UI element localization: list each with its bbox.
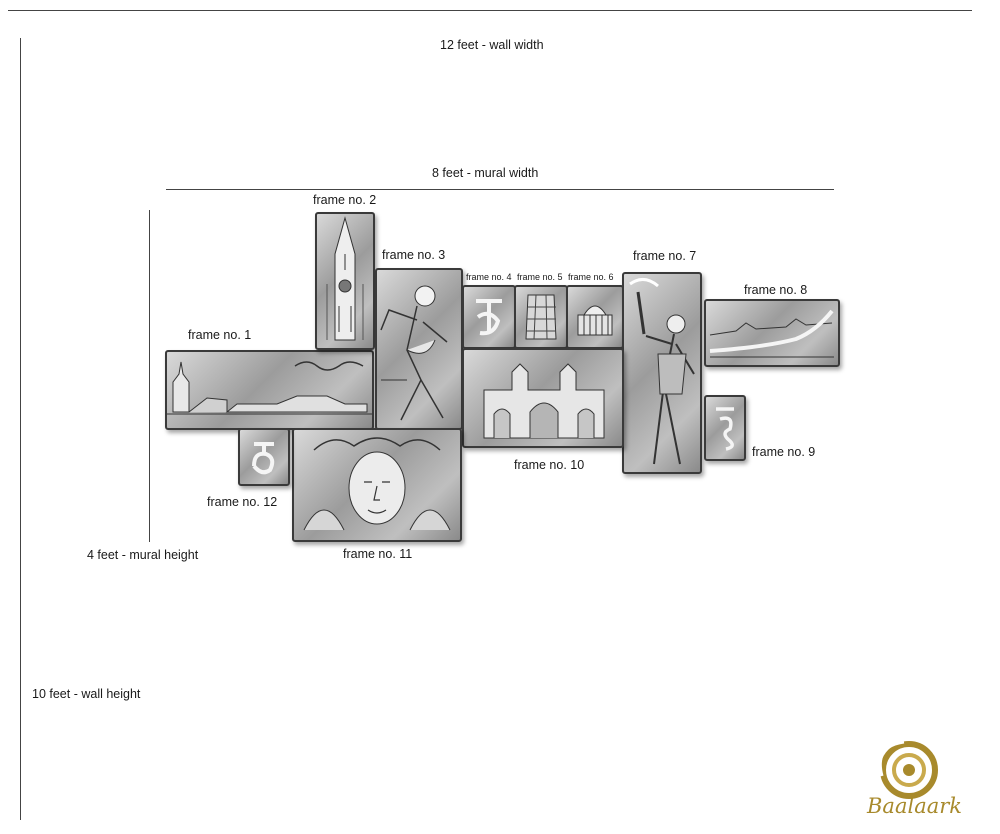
brand-name: Baalaark xyxy=(867,794,962,818)
frame-10-label: frame no. 10 xyxy=(514,458,585,472)
pattern-artwork xyxy=(525,294,557,340)
frame-8-label: frame no. 8 xyxy=(744,283,808,297)
frame-12-panel xyxy=(238,428,290,486)
brand-logo: Baalaark xyxy=(864,736,962,826)
mural-width-line xyxy=(166,189,834,190)
frame-7-panel xyxy=(622,272,702,474)
wall-width-label: 12 feet - wall width xyxy=(440,38,544,52)
frame-2-panel xyxy=(315,212,375,350)
wall-top-line xyxy=(8,10,972,11)
frame-6-label: frame no. 6 xyxy=(568,272,614,282)
coastline-artwork xyxy=(709,309,834,358)
deity-face-artwork xyxy=(303,437,451,531)
wall-left-line xyxy=(20,38,21,820)
wall-height-label: 10 feet - wall height xyxy=(32,687,141,701)
frame-11-panel xyxy=(292,428,462,542)
frame-11-label: frame no. 11 xyxy=(343,547,413,561)
mural-height-label: 4 feet - mural height xyxy=(87,548,199,562)
dome-building-artwork xyxy=(577,305,613,336)
script-glyph-artwork xyxy=(476,299,502,336)
frame-12-label: frame no. 12 xyxy=(207,495,278,509)
spiral-logo-icon xyxy=(878,740,938,799)
clock-tower-artwork xyxy=(326,216,364,341)
frame-4-panel xyxy=(462,285,516,349)
frame-10-panel xyxy=(462,348,624,448)
frame-8-panel xyxy=(704,299,840,367)
mural-height-line xyxy=(149,210,150,542)
frame-1-label: frame no. 1 xyxy=(188,328,252,342)
frame-9-label: frame no. 9 xyxy=(752,445,816,459)
skyline-artwork xyxy=(167,361,372,415)
frame-4-label: frame no. 4 xyxy=(466,272,512,282)
frame-5-label: frame no. 5 xyxy=(517,272,563,282)
frame-7-label: frame no. 7 xyxy=(633,249,697,263)
frame-9-panel xyxy=(704,395,746,461)
mural-width-label: 8 feet - mural width xyxy=(432,166,539,180)
dancer-artwork xyxy=(380,285,448,421)
frame-1-panel xyxy=(165,350,374,430)
frame-3-panel xyxy=(375,268,463,430)
gateway-artwork xyxy=(483,363,605,439)
script-glyph-artwork-2 xyxy=(716,407,734,451)
frame-2-label: frame no. 2 xyxy=(313,193,377,207)
frame-3-label: frame no. 3 xyxy=(382,248,446,262)
script-glyph-artwork-3 xyxy=(252,442,275,475)
torch-bearer-artwork xyxy=(629,278,695,465)
frame-6-panel xyxy=(566,285,624,349)
frame-5-panel xyxy=(514,285,568,349)
